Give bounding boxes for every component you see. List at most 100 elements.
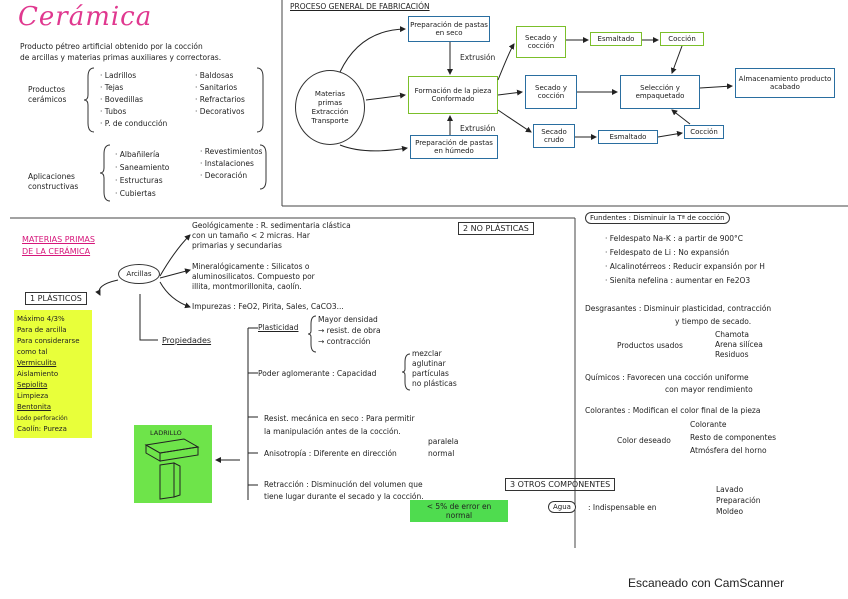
materias-title: MATERIAS PRIMAS DE LA CERÁMICA	[22, 234, 95, 258]
text-line: como tal	[17, 348, 48, 356]
prep-humedo-node: Preparación de pastas en húmedo	[410, 135, 498, 159]
propiedades-label: Propiedades	[162, 336, 212, 345]
formacion-node: Formación de la pieza Conformado	[408, 76, 498, 114]
text-line: Vermiculita	[17, 359, 57, 367]
list-item: · Alcalinotérreos : Reducir expansión po…	[605, 262, 765, 271]
brick-icon	[144, 438, 200, 500]
list-item: partículas	[412, 369, 449, 378]
quimicos-text: Químicos : Favorecen una cocción uniform…	[585, 372, 753, 396]
materias-arrows	[95, 234, 258, 500]
extrusion-label-1: Extrusión	[460, 53, 496, 62]
text-line: Para considerarse	[17, 337, 80, 345]
list-item: no plásticas	[412, 379, 457, 388]
list-item: Colorante	[690, 420, 727, 429]
list-item: mezclar	[412, 349, 442, 358]
list-item: Atmósfera del horno	[690, 446, 767, 455]
list-item: · Instalaciones	[200, 159, 254, 168]
aplicaciones-brace-right	[259, 144, 267, 190]
text-line: illita, montmorillonita, caolín.	[192, 282, 302, 291]
list-item: · Estructuras	[115, 176, 163, 185]
materias-text: Extracción	[311, 107, 349, 116]
productos-label: Productos cerámicos	[28, 85, 66, 105]
poder-items: mezclar aglutinar partículas no plástica…	[412, 349, 457, 389]
text-line: Para de arcilla	[17, 326, 67, 334]
esmaltado1-node: Esmaltado	[590, 32, 642, 46]
list-item: · Sanitarios	[195, 83, 238, 92]
fundentes-items: · Feldespato Na-K : a partir de 900°C · …	[605, 232, 765, 288]
list-item: Mayor densidad	[318, 315, 378, 324]
secado3-node: Secado crudo	[533, 124, 575, 148]
list-item: · Albañilería	[115, 150, 160, 159]
text-line: y tiempo de secado.	[675, 317, 752, 326]
list-item: · Feldespato de Li : No expansión	[605, 248, 730, 257]
list-item: normal	[428, 449, 455, 458]
poder-label: Poder aglomerante : Capacidad	[258, 369, 377, 378]
text-line: Lodo perforación	[17, 415, 68, 422]
scanner-footer: Escaneado con CamScanner	[628, 576, 785, 590]
list-item: Resto de componentes	[690, 433, 777, 442]
productos-brace-right	[256, 67, 264, 133]
list-item: → resist. de obra	[318, 326, 381, 335]
ladrillo-label: LADRILLO	[150, 429, 182, 437]
text-line: con mayor rendimiento	[665, 385, 753, 394]
text-line: < 5% de error en	[426, 502, 492, 511]
text-line: Resist. mecánica en seco : Para permitir	[264, 414, 415, 423]
aplicaciones-label-2: constructivas	[28, 182, 79, 191]
text-line: Desgrasantes : Disminuir plasticidad, co…	[585, 304, 772, 313]
text-line: Mineralógicamente : Silicatos o	[192, 262, 310, 271]
materias-primas-node: Materias primas Extracción Transporte	[295, 70, 365, 145]
productos-label-1: Productos	[28, 85, 65, 94]
coccion2-node: Cocción	[684, 125, 724, 139]
text-line: Geológicamente : R. sedimentaria clástic…	[192, 221, 351, 230]
list-item: · Bovedillas	[100, 95, 144, 104]
materias-text: Transporte	[311, 116, 349, 125]
list-item: aglutinar	[412, 359, 446, 368]
colorantes-text: Colorantes : Modifican el color final de…	[585, 406, 761, 415]
list-item: Residuos	[715, 350, 749, 359]
list-item: Lavado	[716, 485, 744, 494]
productos-brace	[83, 67, 95, 133]
aplicaciones-label: Aplicaciones constructivas	[28, 172, 78, 192]
secado2-node: Secado y cocción	[525, 75, 577, 109]
plasticidad-items: Mayor densidad → resist. de obra → contr…	[318, 314, 381, 347]
otros-label: 3 OTROS COMPONENTES	[505, 478, 616, 491]
text-line: Aislamiento	[17, 370, 59, 378]
agua-items: Lavado Preparación Moldeo	[716, 484, 761, 517]
definition-line-1: Producto pétreo artificial obtenido por …	[20, 42, 203, 51]
ladrillo-note: LADRILLO	[134, 425, 212, 503]
seleccion-node: Selección y empaquetado	[620, 75, 700, 109]
list-item: Arena silícea	[715, 340, 763, 349]
text-line: Máximo 4/3%	[17, 315, 65, 323]
list-item: paralela	[428, 437, 459, 446]
text-line: Caolín: Pureza	[17, 425, 67, 433]
list-item: · Tejas	[100, 83, 124, 92]
desgrasantes-text: Desgrasantes : Disminuir plasticidad, co…	[585, 302, 771, 328]
coccion1-node: Cocción	[660, 32, 704, 46]
productos-usados-label: Productos usados	[617, 341, 683, 350]
aplicaciones-col2: · Revestimientos · Instalaciones · Decor…	[200, 146, 262, 182]
geo-text: Geológicamente : R. sedimentaria clástic…	[192, 221, 351, 251]
text-line: Químicos : Favorecen una cocción uniform…	[585, 373, 749, 382]
text-line: con un tamaño < 2 micras. Har	[192, 231, 310, 240]
almacen-node: Almacenamiento producto acabado	[735, 68, 835, 98]
secado1-node: Secado y cocción	[516, 26, 566, 58]
list-item: Preparación	[716, 496, 761, 505]
list-item: · Cubiertas	[115, 189, 156, 198]
text-line: la manipulación antes de la cocción.	[264, 427, 401, 436]
productos-col2: · Baldosas · Sanitarios · Refractarios ·…	[195, 70, 245, 118]
list-item: → contracción	[318, 337, 371, 346]
aplicaciones-label-1: Aplicaciones	[28, 172, 75, 181]
text-line: Retracción : Disminución del volumen que	[264, 480, 423, 489]
list-item: · Revestimientos	[200, 147, 263, 156]
proceso-arrows	[339, 26, 733, 152]
colorantes-items: Colorante Resto de componentes Atmósfera…	[690, 418, 776, 457]
productos-col1: · Ladrillos · Tejas · Bovedillas · Tubos…	[100, 70, 167, 130]
resist-text: Resist. mecánica en seco : Para permitir…	[264, 412, 415, 438]
prep-seco-node: Preparación de pastas en seco	[408, 16, 490, 42]
extrusion-label-2: Extrusión	[460, 124, 496, 133]
text-line: Sepiolita	[17, 381, 48, 389]
productos-label-2: cerámicos	[28, 95, 67, 104]
list-item: · Ladrillos	[100, 71, 137, 80]
list-item: · Baldosas	[195, 71, 234, 80]
